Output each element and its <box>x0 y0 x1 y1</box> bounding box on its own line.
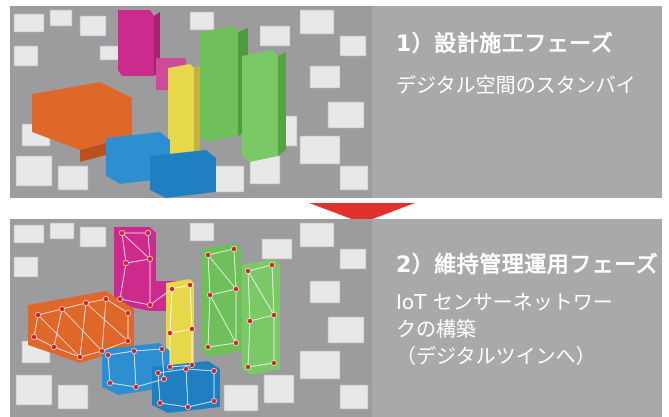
phase2-caption: 2）維持管理運用フェーズ IoT センサーネットワー クの構築 （デジタルツイン… <box>380 219 658 417</box>
phase1-heading: 1）設計施工フェーズ <box>396 32 614 57</box>
phase1-caption: 1）設計施工フェーズ デジタル空間のスタンバイ <box>380 6 654 198</box>
phase1-city-image <box>10 6 372 198</box>
phase2-description: IoT センサーネットワー クの構築 （デジタルツインへ） <box>396 289 613 370</box>
phase1-panel: 1）設計施工フェーズ デジタル空間のスタンバイ <box>10 6 662 198</box>
phase2-description-line: （デジタルツインへ） <box>396 344 596 368</box>
phase1-city-render <box>10 6 372 198</box>
phase2-city-render <box>10 219 372 417</box>
phase2-panel: 2）維持管理運用フェーズ IoT センサーネットワー クの構築 （デジタルツイン… <box>10 219 662 417</box>
phase1-description: デジタル空間のスタンバイ <box>396 73 636 97</box>
phase2-description-line: IoT センサーネットワー <box>396 290 613 314</box>
phase-transition-arrow <box>309 203 415 223</box>
phase2-heading: 2）維持管理運用フェーズ <box>396 253 659 278</box>
phase2-city-image <box>10 219 372 417</box>
phase2-description-line: クの構築 <box>396 317 476 341</box>
